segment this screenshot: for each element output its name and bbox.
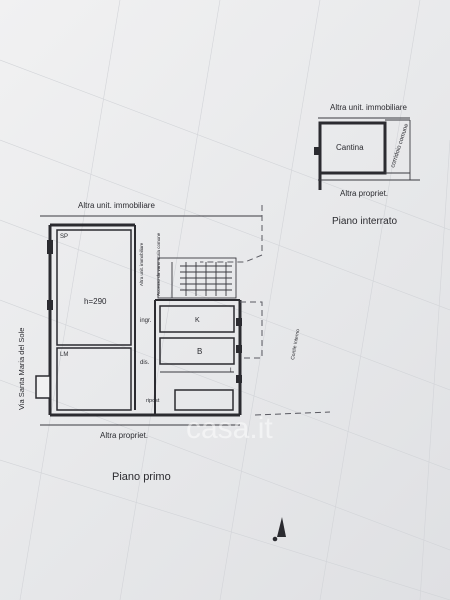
living-room: [56, 229, 132, 346]
window-mark: [236, 375, 242, 383]
neighbour-boundary: [200, 205, 263, 263]
first-floor-plan: Altra unit. immobiliare: [17, 201, 331, 483]
dis-label: dis.: [140, 360, 150, 366]
l-label: L: [230, 368, 234, 374]
storage-room: [174, 389, 234, 411]
lm-label: LM: [60, 352, 68, 358]
bathroom-room: [159, 337, 235, 365]
window-mark: [236, 318, 242, 326]
height-label: h=290: [84, 297, 107, 306]
kitchen-label: K: [195, 317, 200, 324]
courtyard-boundary: [240, 301, 263, 359]
ripost-label: ripost: [146, 398, 160, 404]
basement-south-label: Altra propriet.: [340, 189, 388, 198]
watermark: casa.it: [186, 412, 273, 445]
street-label: Via Santa Maria del Sole: [17, 328, 26, 410]
basement-title: Piano interrato: [332, 216, 397, 227]
stairwell: [157, 257, 237, 299]
first-floor-north-label: Altra unit. immobiliare: [78, 201, 155, 210]
ingr-label: ingr.: [140, 318, 152, 324]
lm-room: [56, 347, 132, 411]
balcony: [35, 375, 51, 399]
window-mark: [47, 240, 53, 254]
sp-label: SP: [60, 234, 68, 240]
window-mark: [236, 345, 242, 353]
corridor-label: corridoio comune: [390, 122, 410, 168]
first-floor-title: Piano primo: [112, 471, 171, 483]
stair-access-label: Accesso da vano scala comune: [156, 232, 161, 296]
north-arrow-icon: [272, 517, 286, 542]
courtyard-label: Cortile interno: [290, 328, 301, 360]
basement-north-label: Altra unit. immobiliare: [330, 103, 407, 112]
cantina-label: Cantina: [336, 143, 364, 152]
basement-plan: Altra unit. immobiliare Cantina corridoi…: [314, 103, 420, 227]
stair-side-label: Altra unit. immobiliare: [139, 242, 144, 286]
bathroom-label: B: [197, 347, 202, 356]
basement-door: [314, 147, 320, 155]
kitchen-room: [159, 305, 235, 333]
first-floor-south-label: Altra propriet.: [100, 431, 148, 440]
window-mark: [47, 300, 53, 310]
